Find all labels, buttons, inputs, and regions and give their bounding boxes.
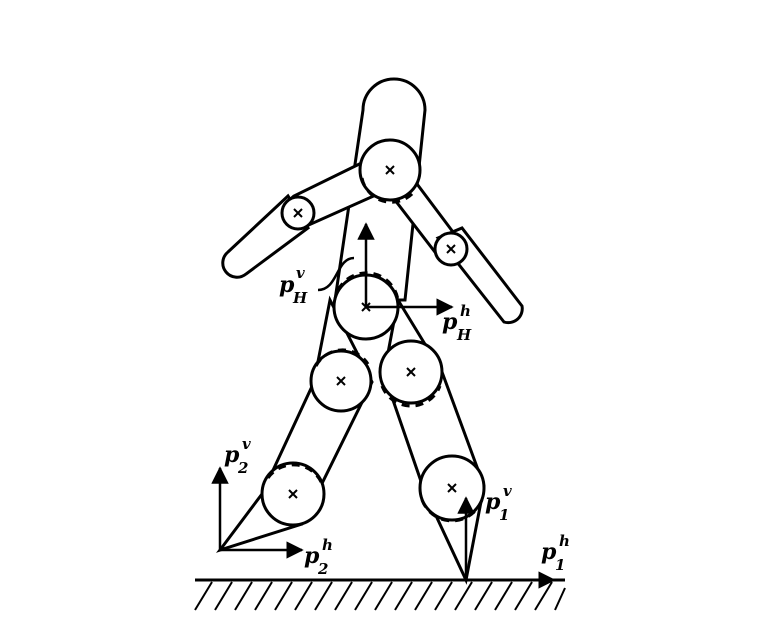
label-foot2-horizontal: p h 2 [304, 535, 338, 578]
label-foot1-vertical: p v 1 [485, 481, 517, 524]
foot1-force-arrows [457, 496, 556, 589]
ground [194, 578, 566, 611]
leg-2 [215, 295, 374, 553]
label-hip-horizontal: p h H [442, 301, 476, 344]
joint-markers [288, 165, 457, 499]
ground-hatching [194, 581, 566, 611]
hip-force-arrows [317, 222, 454, 316]
label-hip-vertical: p v H [279, 263, 310, 307]
label-foot2-vertical: p v 2 [224, 434, 256, 477]
label-foot1-horizontal: p h 1 [541, 531, 575, 574]
foot2-force-arrows [211, 466, 304, 559]
